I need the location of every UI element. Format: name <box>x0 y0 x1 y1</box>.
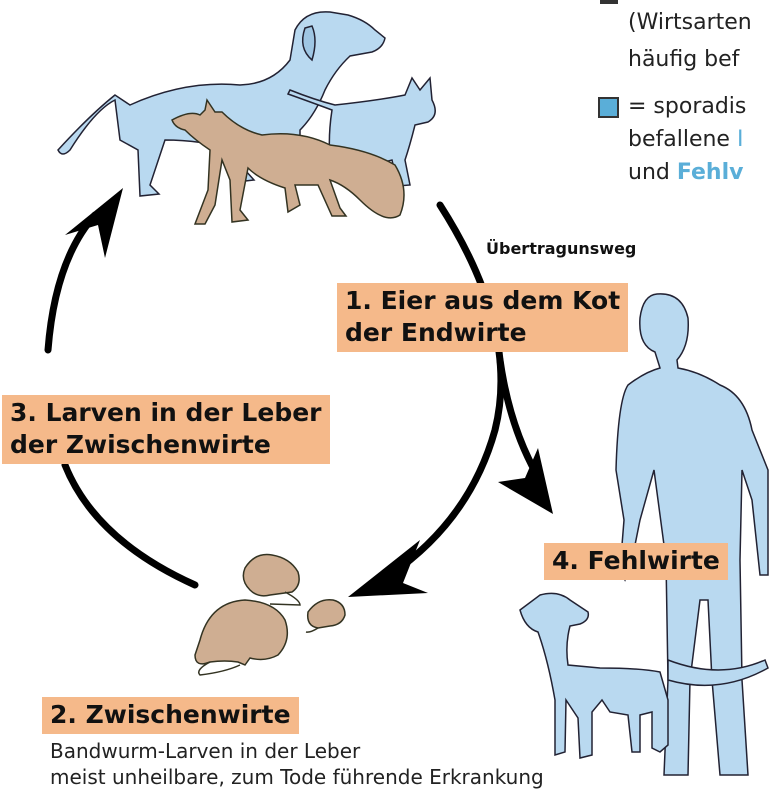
stage-1-line-2: der Endwirte <box>345 317 620 349</box>
stage-3-label: 3. Larven in der Leber der Zwischenwirte <box>2 395 330 464</box>
legend-line-5-highlight: Fehlv <box>677 160 744 185</box>
stage-2-label: 2. Zwischenwirte <box>42 697 299 734</box>
stage-2-description-1: Bandwurm-Larven in der Leber <box>50 738 360 764</box>
transmission-label: Übertragunsweg <box>486 239 636 258</box>
legend-line-4: befallene I <box>628 125 743 155</box>
cycle-arc-bottom-left <box>65 465 195 585</box>
legend-line-4-text: befallene <box>628 127 737 152</box>
legend-line-2: häufig bef <box>628 45 739 75</box>
legend-swatch-top <box>600 0 618 4</box>
legend-line-5: und Fehlv <box>628 158 743 188</box>
legend-swatch-blue <box>599 98 618 117</box>
stage-1-label: 1. Eier aus dem Kot der Endwirte <box>337 283 628 352</box>
legend-line-5-text: und <box>628 160 677 185</box>
cycle-arc-right <box>390 205 501 575</box>
legend-line-3: = sporadis <box>628 92 746 122</box>
stage-3-line-1: 3. Larven in der Leber <box>10 397 322 429</box>
cycle-arc-left <box>48 215 95 350</box>
vole-top <box>243 555 300 605</box>
vole-large <box>195 600 287 675</box>
stage-4-label: 4. Fehlwirte <box>544 543 728 580</box>
legend-line-4-highlight: I <box>737 127 744 152</box>
legend-line-1: (Wirtsarten <box>628 8 752 38</box>
arrow-head-to-mice <box>348 540 428 597</box>
stage-3-line-2: der Zwischenwirte <box>10 429 322 461</box>
stage-1-line-1: 1. Eier aus dem Kot <box>345 285 620 317</box>
stage-2-description-2: meist unheilbare, zum Tode führende Erkr… <box>50 764 544 790</box>
vole-small <box>306 600 345 632</box>
